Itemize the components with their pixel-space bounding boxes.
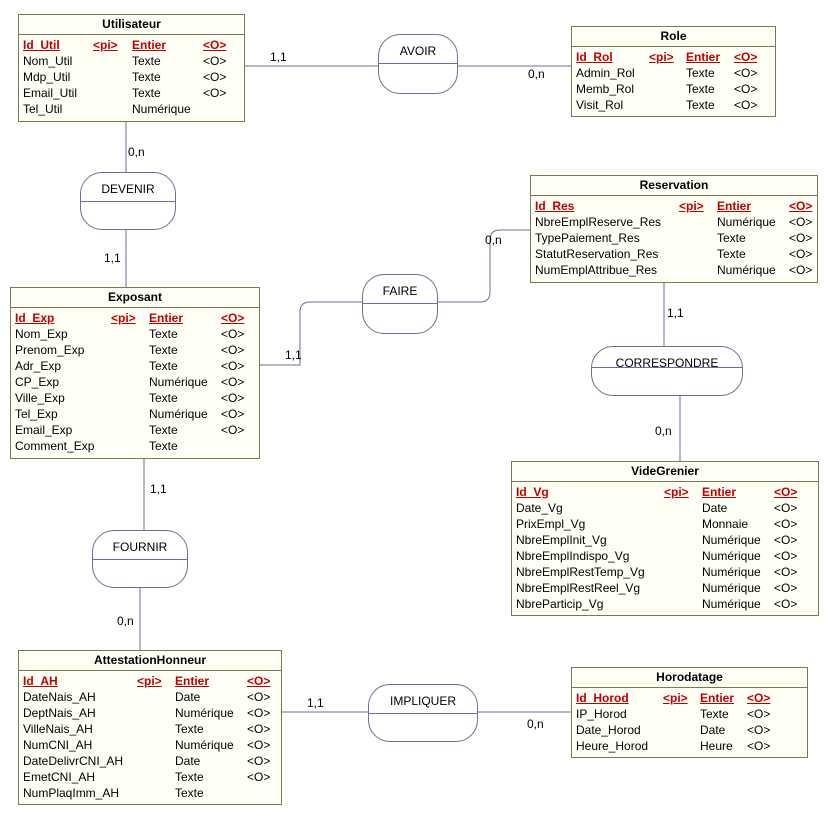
attribute-row: Id_Horod<pi>Entier<O> (576, 691, 771, 705)
cardinality-label: 0,n (655, 424, 672, 438)
cardinality-label: 0,n (527, 717, 544, 731)
entity-reservation[interactable]: Reservation Id_Res<pi>Entier<O> NbreEmpl… (530, 175, 818, 283)
cardinality-label: 0,n (528, 67, 545, 81)
association-avoir[interactable]: AVOIR (378, 34, 458, 94)
attribute-row: Id_AH<pi>Entier<O> (23, 674, 271, 688)
cardinality-label: 0,n (485, 233, 502, 247)
association-label: IMPLIQUER (389, 694, 456, 708)
cardinality-label: 1,1 (667, 306, 684, 320)
cardinality-label: 0,n (117, 614, 134, 628)
association-label: FOURNIR (112, 540, 168, 554)
entity-utilisateur[interactable]: Utilisateur Id_Util<pi>Entier<O> Nom_Uti… (18, 14, 245, 122)
association-label: CORRESPONDRE (615, 356, 719, 370)
attribute-row: Id_Vg<pi>Entier<O> (516, 485, 798, 499)
attribute-row: Id_Rol<pi>Entier<O> (576, 50, 758, 64)
entity-title: AttestationHonneur (19, 651, 281, 671)
association-divider (81, 201, 175, 202)
association-faire[interactable]: FAIRE (362, 274, 438, 334)
association-fournir[interactable]: FOURNIR (92, 530, 188, 588)
entity-attestationhonneur[interactable]: AttestationHonneur Id_AH<pi>Entier<O> Da… (18, 650, 282, 805)
cardinality-label: 1,1 (150, 482, 167, 496)
entity-title: Utilisateur (19, 15, 244, 35)
entity-title: VideGrenier (512, 462, 818, 482)
association-divider (369, 713, 477, 714)
association-devenir[interactable]: DEVENIR (80, 172, 176, 230)
association-divider (363, 303, 437, 304)
association-correspondre[interactable]: CORRESPONDRE (591, 346, 743, 396)
association-divider (93, 559, 187, 560)
association-label: AVOIR (399, 44, 437, 58)
entity-horodatage[interactable]: Horodatage Id_Horod<pi>Entier<O> IP_Horo… (571, 667, 808, 758)
entity-title: Role (572, 27, 775, 47)
cardinality-label: 1,1 (270, 50, 287, 64)
association-impliquer[interactable]: IMPLIQUER (368, 684, 478, 742)
attribute-row: Id_Util<pi>Entier<O> (23, 38, 227, 52)
cardinality-label: 1,1 (307, 696, 324, 710)
association-label: FAIRE (382, 284, 418, 298)
attribute-row: Id_Exp<pi>Entier<O> (15, 311, 245, 325)
association-divider (592, 367, 742, 368)
association-label: DEVENIR (101, 182, 155, 196)
entity-title: Reservation (531, 176, 817, 196)
link-faire-reservation (438, 229, 530, 303)
cardinality-label: 1,1 (285, 348, 302, 362)
cardinality-label: 1,1 (104, 251, 121, 265)
entity-title: Exposant (11, 288, 259, 308)
association-divider (379, 63, 457, 64)
entity-title: Horodatage (572, 668, 807, 688)
link-exposant-faire (260, 301, 362, 366)
attribute-row: Id_Res<pi>Entier<O> (535, 199, 813, 213)
cardinality-label: 0,n (128, 145, 145, 159)
